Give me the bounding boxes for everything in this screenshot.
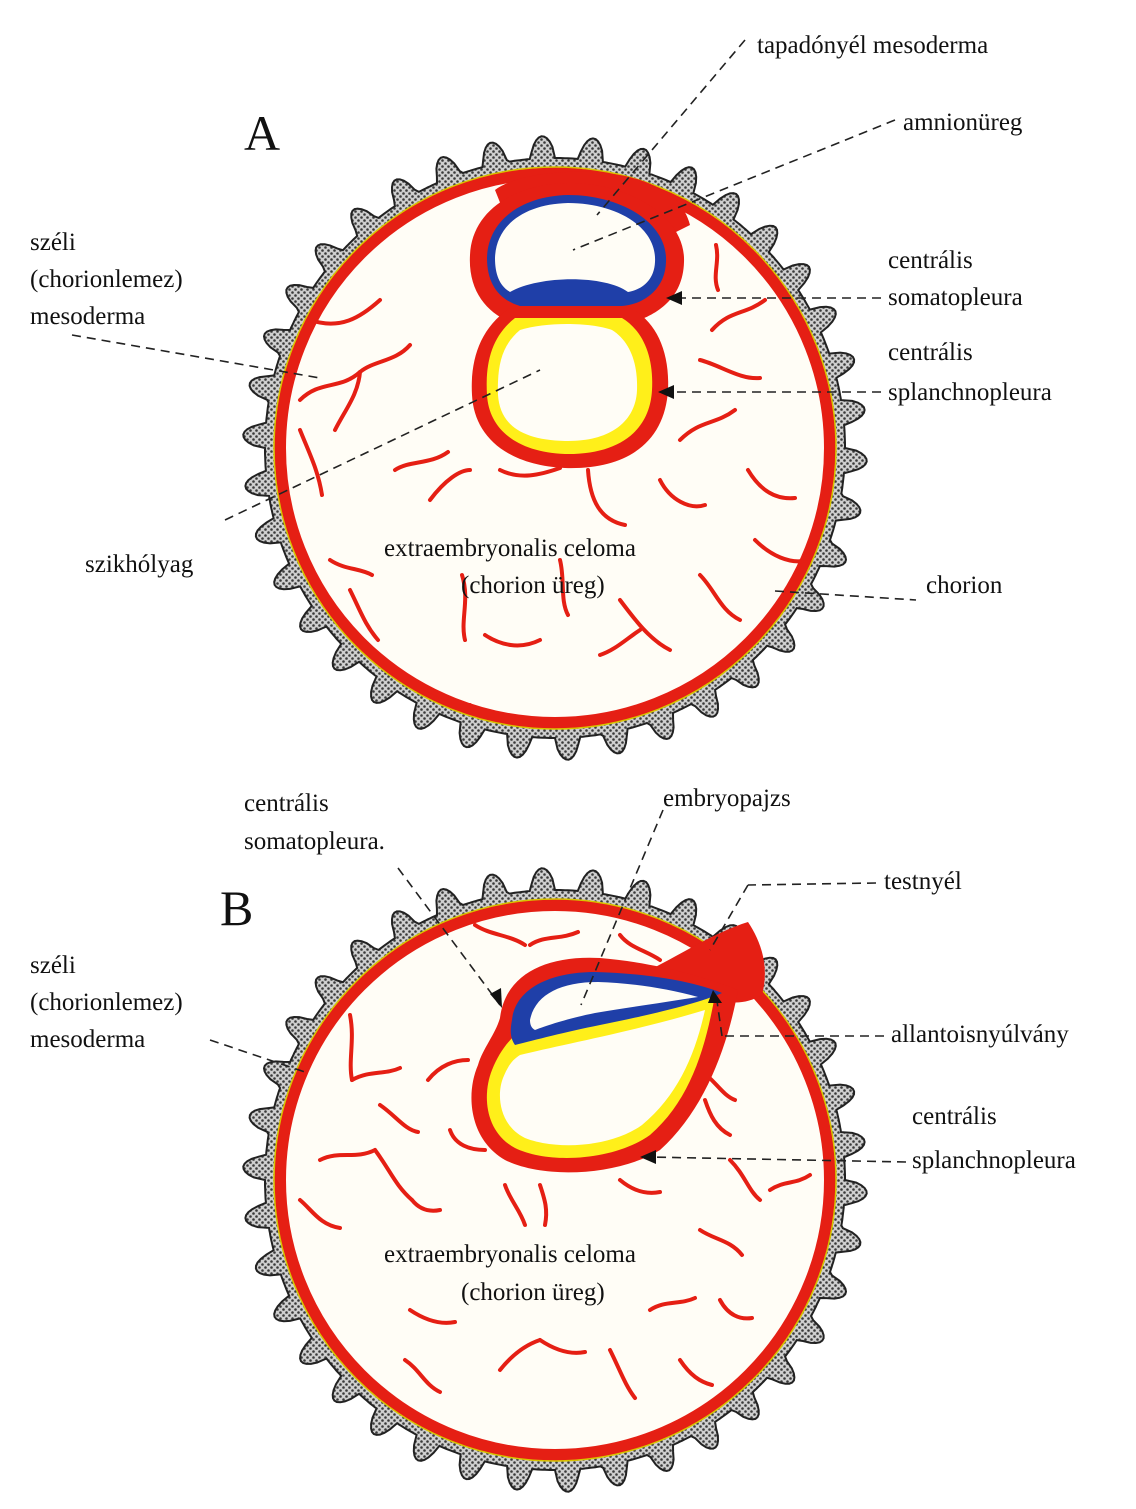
label-chorion: chorion <box>926 572 1003 599</box>
label-splanchnopleura-line1: centrális <box>888 339 973 366</box>
label-testnyel: testnyél <box>884 868 962 895</box>
label-somatopleura-line2: somatopleura <box>888 284 1023 311</box>
label-celoma-line2: (chorion üreg) <box>461 572 605 599</box>
panel-b: B centrális somatopleura. embryopajzs te… <box>30 785 1076 1492</box>
label-celoma-line1: extraembryonalis celoma <box>384 535 636 562</box>
label-szeli-line1: széli <box>30 229 76 256</box>
label-szeli-line3: mesoderma <box>30 303 145 330</box>
label-szeli-line1: széli <box>30 952 76 979</box>
label-celoma-line2: (chorion üreg) <box>461 1279 605 1306</box>
panel-letter-b: B <box>220 880 253 936</box>
label-celoma-line1: extraembryonalis celoma <box>384 1241 636 1268</box>
label-tapadonyel-mesoderma: tapadónyél mesoderma <box>757 32 988 59</box>
panel-letter-a: A <box>244 105 280 161</box>
label-splanchnopleura-line2: splanchnopleura <box>912 1147 1076 1174</box>
label-embryopajzs: embryopajzs <box>663 785 791 812</box>
label-szikholyag: szikhólyag <box>85 551 194 578</box>
panel-a: A tapadónyél mesoderma amnionüreg széli … <box>30 32 1052 760</box>
label-somatopleura-line1: centrális <box>888 247 973 274</box>
label-szeli-line2: (chorionlemez) <box>30 989 183 1016</box>
label-somatopleura-line1: centrális <box>244 790 329 817</box>
label-amnionureg: amnionüreg <box>903 109 1023 136</box>
label-szeli-line2: (chorionlemez) <box>30 266 183 293</box>
yolk-sac-cavity <box>498 324 637 441</box>
label-szeli-line3: mesoderma <box>30 1026 145 1053</box>
label-splanchnopleura-line1: centrális <box>912 1103 997 1130</box>
label-allantoisnyulvany: allantoisnyúlvány <box>891 1021 1069 1048</box>
label-splanchnopleura-line2: splanchnopleura <box>888 379 1052 406</box>
label-somatopleura-line2: somatopleura. <box>244 828 385 855</box>
